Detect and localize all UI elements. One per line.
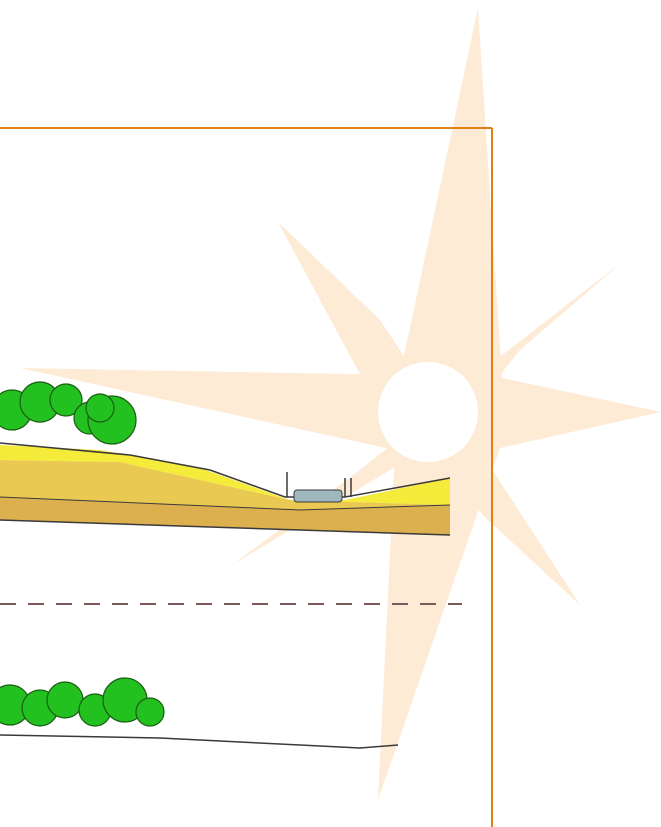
drainage-ditch [294,490,342,502]
ground-line [0,735,398,748]
tree-clump-icon [0,382,136,444]
lower-profile [0,678,398,748]
tree-clump-icon [0,678,164,726]
compass-center [378,362,478,462]
